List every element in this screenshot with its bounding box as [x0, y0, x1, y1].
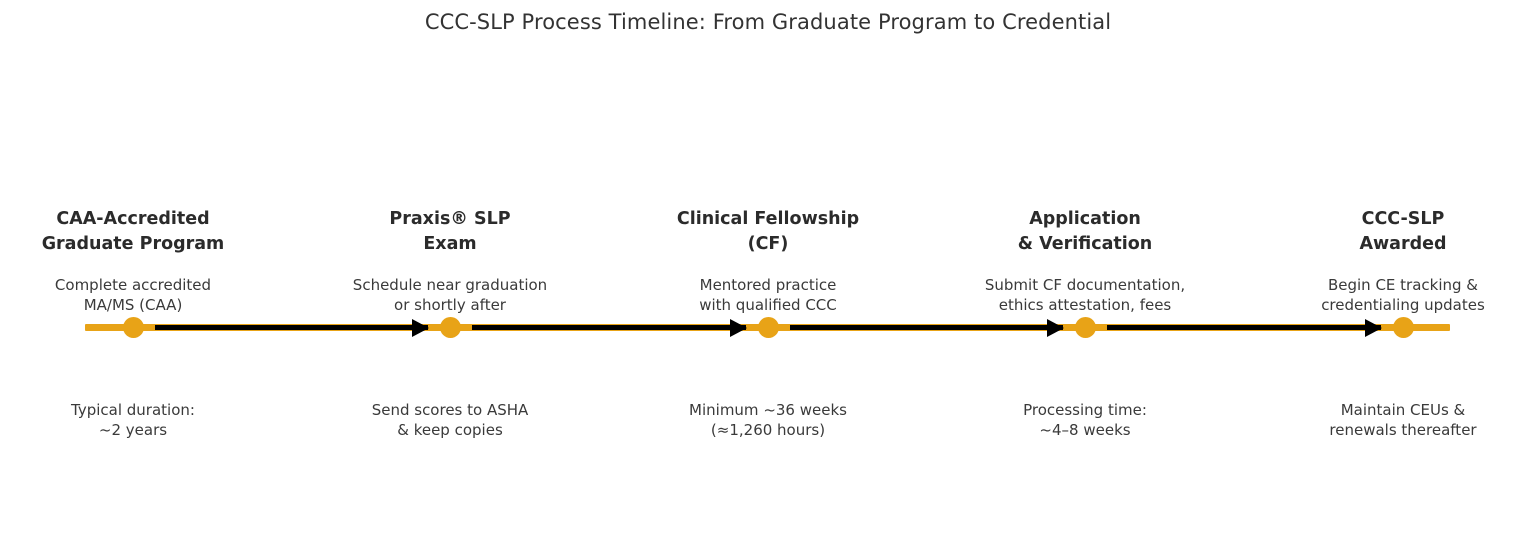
milestone-marker-5[interactable]	[1392, 317, 1414, 338]
connector-arrow-3-to-4	[790, 318, 1064, 337]
connector-arrow-4-to-5	[1107, 318, 1382, 337]
milestone-detail-5: Maintain CEUs & renewals thereafter	[1329, 401, 1477, 439]
milestone-heading-5: CCC-SLP Awarded	[1359, 209, 1447, 254]
connector-arrow-1-to-2	[155, 318, 429, 337]
milestone-description-3: Mentored practice with qualified CCC	[699, 276, 837, 314]
milestone-heading-4: Application & Verification	[1017, 209, 1153, 254]
milestone-description-2: Schedule near graduation or shortly afte…	[352, 276, 548, 314]
arrow-shaft	[1107, 325, 1381, 330]
arrow-head-icon	[412, 318, 429, 337]
milestone-heading-1: CAA-Accredited Graduate Program	[41, 209, 225, 254]
connector-arrow-2-to-3	[472, 318, 747, 337]
milestone-detail-4: Processing time: ~4–8 weeks	[1023, 401, 1147, 439]
arrow-shaft	[472, 325, 746, 330]
arrow-head-icon	[1365, 318, 1382, 337]
arrow-head-icon	[1047, 318, 1064, 337]
milestone-heading-2: Praxis® SLP Exam	[389, 209, 511, 254]
milestone-heading-3: Clinical Fellowship (CF)	[676, 209, 860, 254]
arrow-shaft	[790, 325, 1063, 330]
milestone-detail-1: Typical duration: ~2 years	[71, 401, 195, 439]
milestone-marker-3[interactable]	[757, 317, 779, 338]
milestone-description-1: Complete accredited MA/MS (CAA)	[54, 276, 212, 314]
milestone-detail-3: Minimum ~36 weeks (≈1,260 hours)	[689, 401, 847, 439]
milestone-marker-2[interactable]	[439, 317, 461, 338]
milestone-description-5: Begin CE tracking & credentialing update…	[1321, 276, 1485, 314]
milestone-marker-1[interactable]	[122, 317, 144, 338]
milestone-marker-4[interactable]	[1074, 317, 1096, 338]
page-title: CCC-SLP Process Timeline: From Graduate …	[424, 10, 1112, 34]
arrow-shaft	[155, 325, 428, 330]
milestone-description-4: Submit CF documentation, ethics attestat…	[984, 276, 1186, 314]
milestone-detail-2: Send scores to ASHA & keep copies	[371, 401, 529, 439]
arrow-head-icon	[730, 318, 747, 337]
